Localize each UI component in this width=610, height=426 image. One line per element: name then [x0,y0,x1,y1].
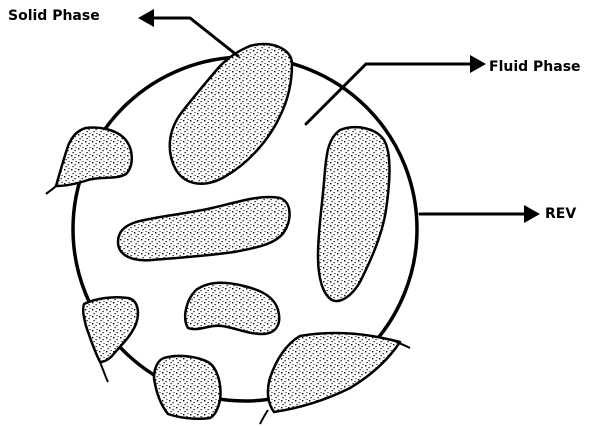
solid-phase-arrow [142,18,238,56]
solid-phase-label: Solid Phase [8,9,100,23]
solid-phase-arrowhead [138,9,154,27]
rev-arrowhead [524,205,540,223]
grain-left [56,127,132,186]
grain-bottom [154,356,221,419]
solid-grains [56,44,400,419]
grain-middle [118,197,290,260]
grain-right [318,127,390,301]
fluid-phase-arrow [306,64,474,124]
grain-bottom-left [83,297,138,362]
fluid-phase-label: Fluid Phase [489,60,581,74]
grain-small [185,283,279,334]
fluid-phase-arrowhead [470,55,486,73]
grain-bottom-right [268,333,400,412]
rev-label: REV [545,207,576,221]
